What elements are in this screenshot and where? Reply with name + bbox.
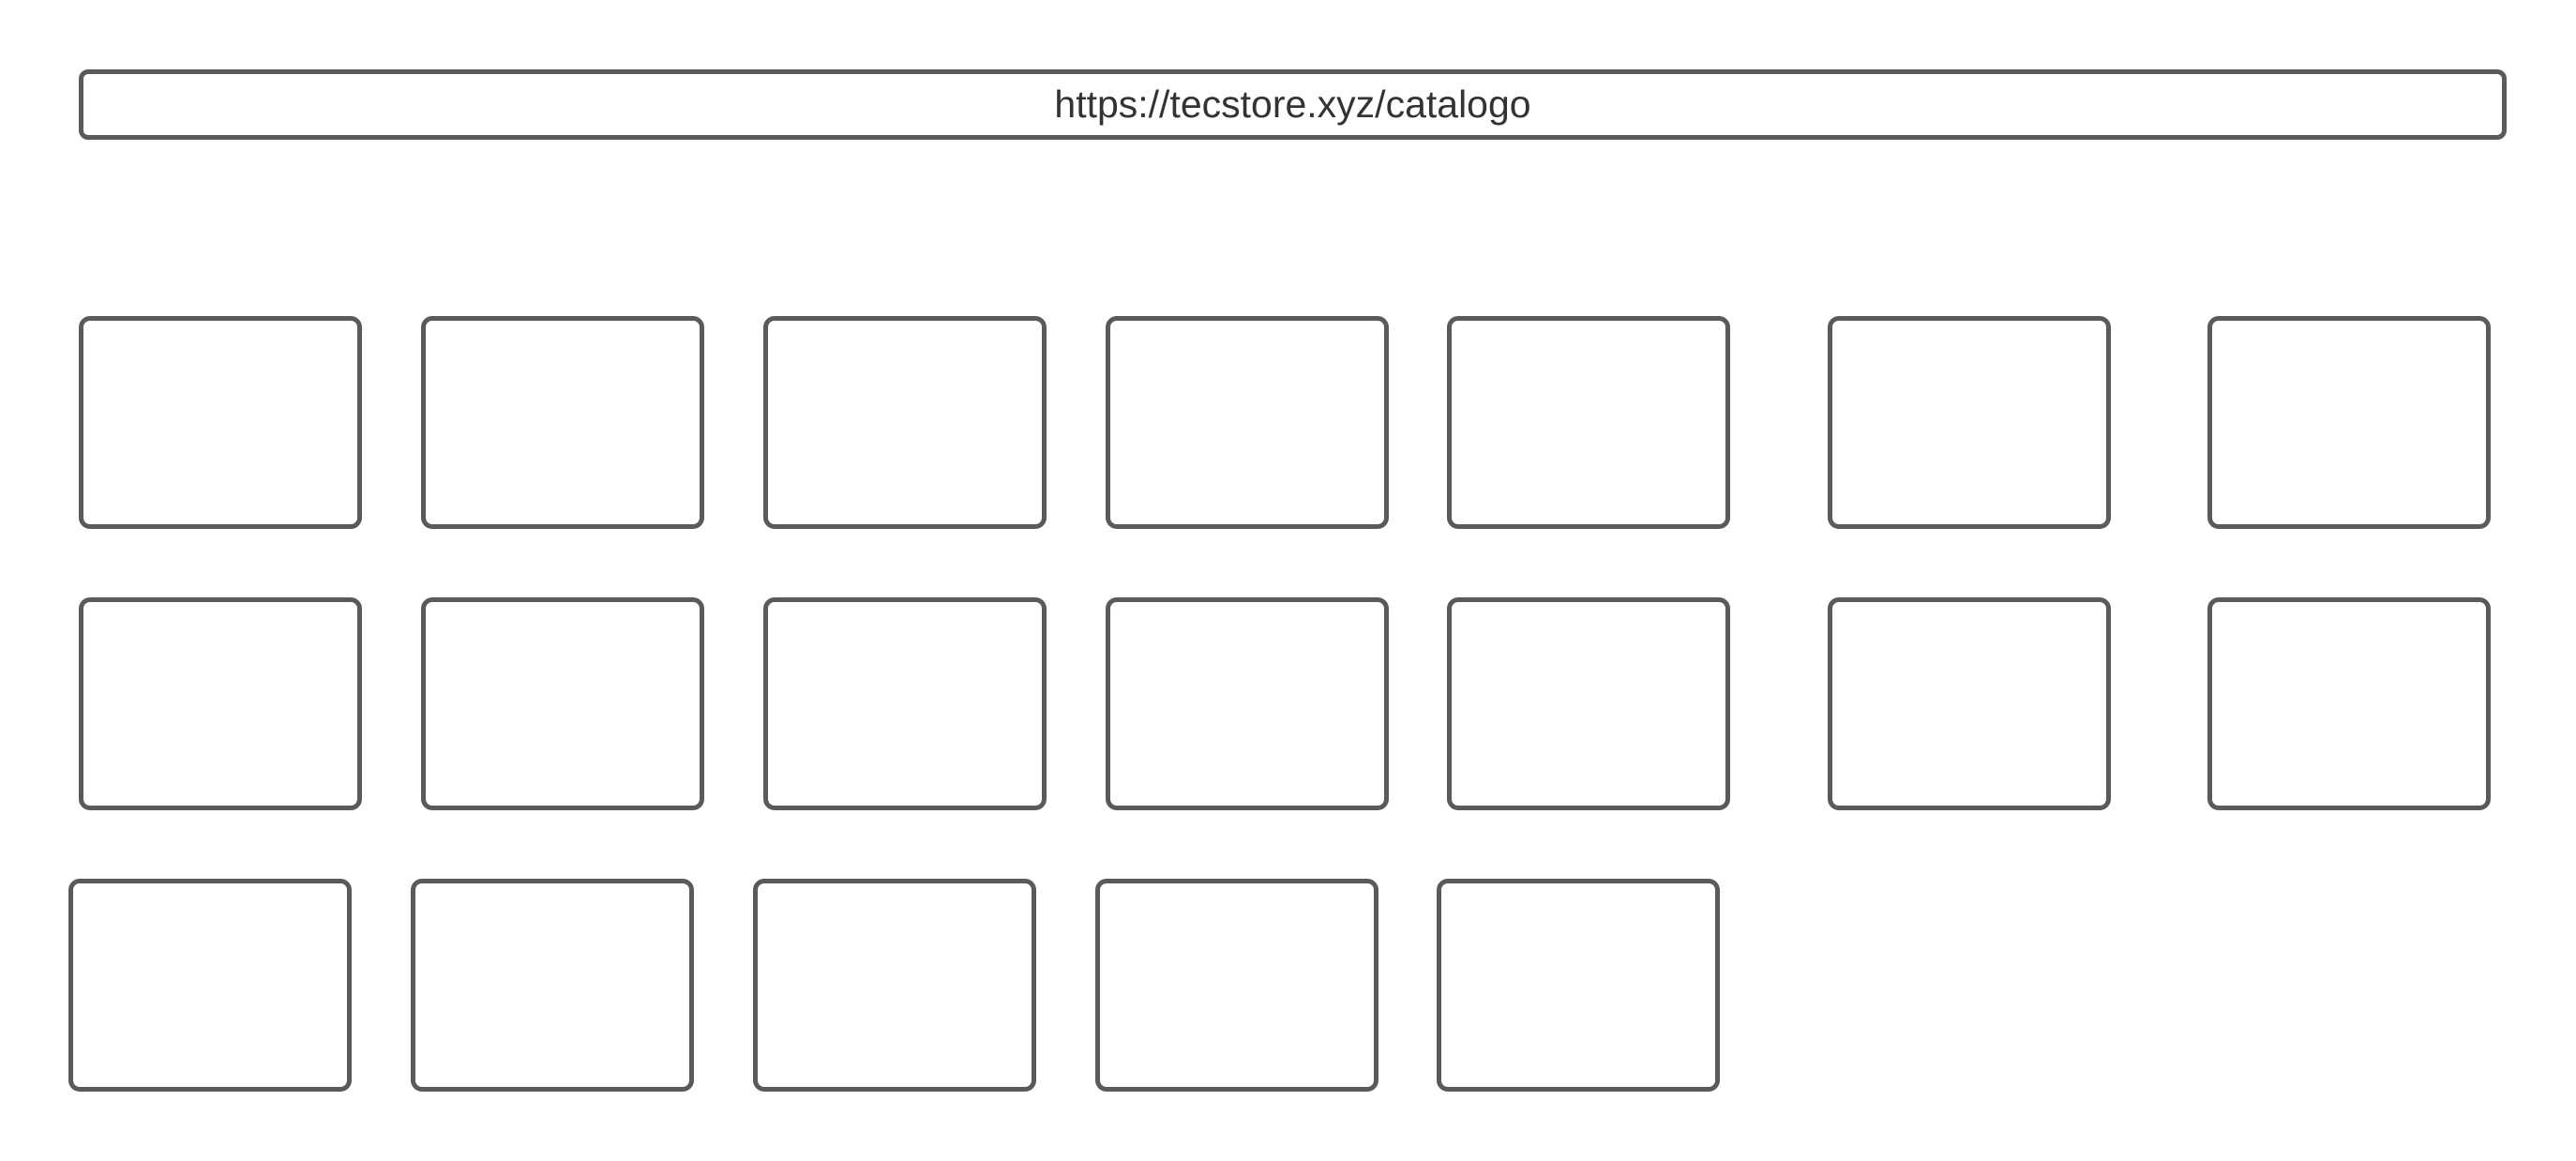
catalog-item[interactable] xyxy=(421,597,704,810)
catalog-item[interactable] xyxy=(421,316,704,529)
catalog-item[interactable] xyxy=(1106,597,1389,810)
url-bar[interactable]: https://tecstore.xyz/catalogo xyxy=(79,69,2507,140)
catalog-item[interactable] xyxy=(1828,316,2111,529)
catalog-item[interactable] xyxy=(79,597,362,810)
catalog-item[interactable] xyxy=(1447,316,1730,529)
catalog-item[interactable] xyxy=(753,879,1036,1092)
catalog-item[interactable] xyxy=(1437,879,1720,1092)
catalog-item[interactable] xyxy=(1828,597,2111,810)
catalog-item[interactable] xyxy=(68,879,352,1092)
catalog-item[interactable] xyxy=(1106,316,1389,529)
url-text: https://tecstore.xyz/catalogo xyxy=(1054,83,1531,126)
catalog-item[interactable] xyxy=(411,879,694,1092)
catalog-item[interactable] xyxy=(1447,597,1730,810)
catalog-item[interactable] xyxy=(2207,316,2491,529)
catalog-item[interactable] xyxy=(763,316,1047,529)
catalog-item[interactable] xyxy=(1095,879,1378,1092)
catalog-item[interactable] xyxy=(2207,597,2491,810)
catalog-item[interactable] xyxy=(763,597,1047,810)
catalog-item[interactable] xyxy=(79,316,362,529)
